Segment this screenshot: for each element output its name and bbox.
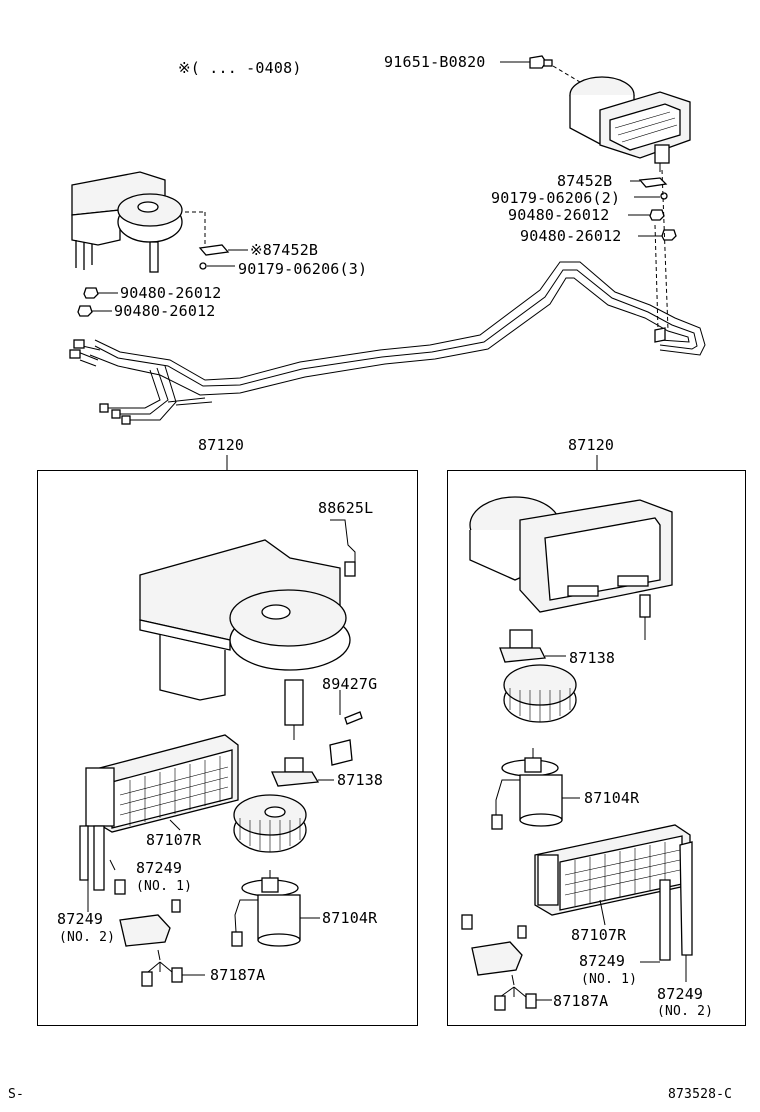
left-resistor-87138	[271, 757, 334, 787]
left-motor-87104r	[231, 870, 320, 947]
right-label-motor: 87104R	[584, 789, 640, 807]
top-left-bracket	[198, 244, 248, 270]
left-label-connector: 87187A	[210, 966, 266, 984]
right-label-hose-no2: 87249	[657, 985, 704, 1003]
label-bracket-right: 87452B	[557, 172, 613, 190]
note-mark: ※	[178, 59, 191, 77]
label-nut-right-1: 90480-26012	[508, 206, 610, 224]
left-label-hose-no1: 87249	[136, 859, 183, 877]
left-connector-87187a	[114, 879, 205, 987]
right-assembly-title: 87120	[568, 436, 615, 454]
left-assembly-title: 87120	[198, 436, 245, 454]
label-nut-left-2: 90480-26012	[114, 302, 216, 320]
left-label-hose-no1-tag: (NO. 1)	[136, 879, 193, 894]
label-nut-right-2: 90480-26012	[520, 227, 622, 245]
right-assembly-box	[447, 470, 746, 1026]
right-blower-wheel	[503, 664, 577, 723]
right-resistor-87138	[499, 629, 566, 663]
left-label-harness: 88625L	[318, 499, 374, 517]
left-heater-core-87107r	[79, 734, 239, 912]
right-label-core: 87107R	[571, 926, 627, 944]
top-left-heater-unit	[71, 171, 206, 273]
left-clip-89427g	[329, 690, 363, 766]
label-screw-right: 90179-06206(2)	[491, 189, 621, 207]
left-label-hose-no2-tag: (NO. 2)	[59, 930, 116, 945]
left-blower-case	[139, 539, 351, 740]
top-right-heater-unit	[569, 76, 691, 172]
label-nut-left-1: 90480-26012	[120, 284, 222, 302]
right-label-hose-no1-tag: (NO. 1)	[581, 972, 638, 987]
right-blower-case	[469, 496, 673, 640]
label-screw-left: 90179-06206(3)	[238, 260, 368, 278]
left-harness-88625l	[330, 519, 356, 577]
right-label-hose-no1: 87249	[579, 952, 626, 970]
left-label-core: 87107R	[146, 831, 202, 849]
note-range: ※( ... -0408)	[178, 60, 302, 76]
left-blower-wheel	[233, 794, 307, 853]
footer-code: 873528-C	[668, 1087, 733, 1102]
right-heater-core-87107r	[534, 824, 693, 982]
top-left-nuts	[77, 287, 118, 317]
right-connector-87187a	[461, 914, 552, 1011]
left-assembly-box	[37, 470, 418, 1026]
right-label-resistor: 87138	[569, 649, 616, 667]
left-label-hose-no2: 87249	[57, 910, 104, 928]
note-range-text: ( ... -0408)	[190, 59, 302, 77]
top-right-bolt	[500, 55, 586, 86]
left-label-motor: 87104R	[322, 909, 378, 927]
left-label-clip: 89427G	[322, 675, 378, 693]
label-bracket-left: ※87452B	[250, 241, 319, 259]
footer-left: S-	[8, 1087, 25, 1102]
label-bolt: 91651-B0820	[384, 53, 486, 71]
right-label-connector: 87187A	[553, 992, 609, 1010]
top-right-fasteners	[628, 169, 677, 331]
heater-pipes	[69, 261, 706, 425]
right-label-hose-no2-tag: (NO. 2)	[657, 1004, 714, 1019]
right-motor-87104r	[491, 748, 580, 830]
left-label-resistor: 87138	[337, 771, 384, 789]
